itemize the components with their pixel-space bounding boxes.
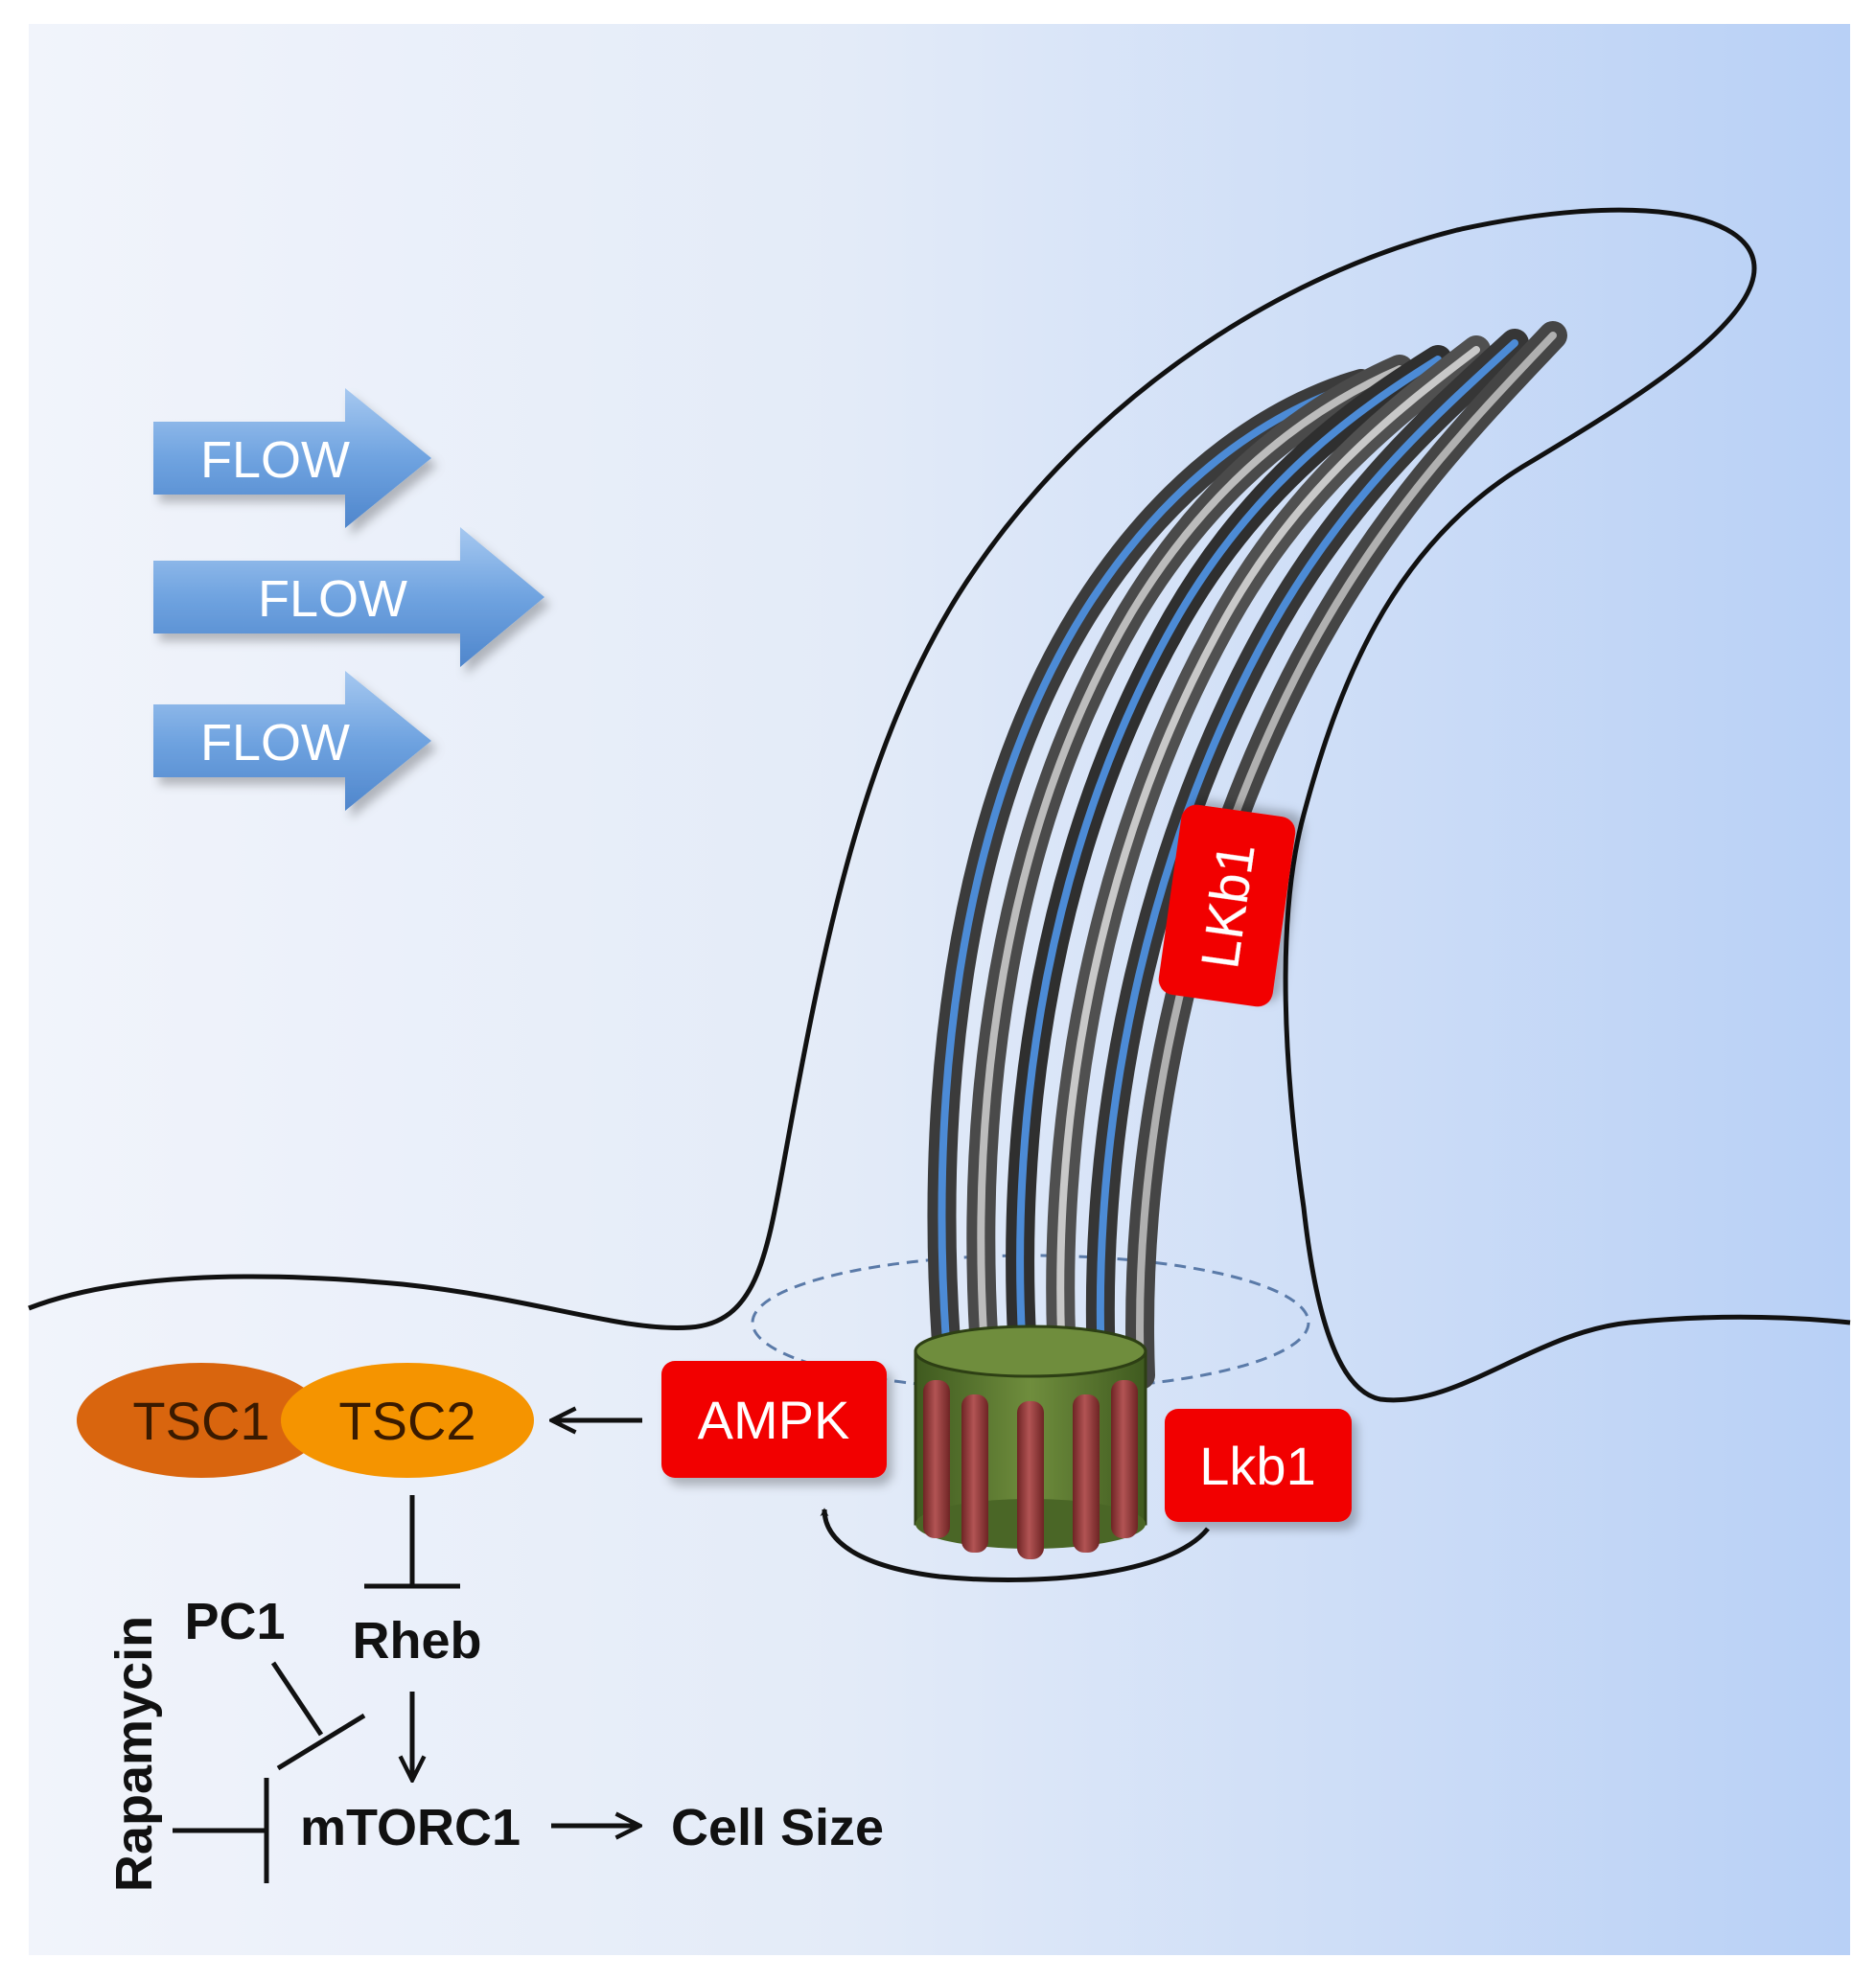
cell-membrane-outline	[28, 207, 1851, 1403]
rapamycin-inhibits-mtorc1	[173, 1778, 269, 1883]
pc1-label: PC1	[184, 1593, 285, 1650]
cell-size-label: Cell Size	[671, 1799, 884, 1856]
tsc1-label: TSC1	[132, 1391, 269, 1451]
lkb1-cilium-box: LKb1	[1158, 804, 1296, 1007]
ampk-label: AMPK	[698, 1390, 850, 1450]
tsc2-ellipse	[281, 1363, 534, 1478]
flow-label: FLOW	[200, 431, 350, 489]
rheb-label: Rheb	[353, 1612, 482, 1670]
flow-arrow: FLOW	[153, 388, 431, 528]
flow-arrow: FLOW	[153, 527, 544, 667]
lkb1-base-label: Lkb1	[1199, 1436, 1315, 1496]
ciliary-axoneme	[927, 321, 1567, 1409]
pc1-inhibition	[270, 1661, 366, 1771]
flow-arrow: FLOW	[153, 671, 431, 811]
tsc-complex: TSC1 TSC2	[77, 1363, 534, 1478]
tsc2-label: TSC2	[338, 1391, 475, 1451]
ampk-box: AMPK	[661, 1361, 887, 1478]
mtorc1-label: mTORC1	[300, 1799, 521, 1856]
tsc2-inhibits-rheb	[364, 1495, 460, 1589]
lkb1-to-ampk-arrow	[820, 1508, 1210, 1582]
background-panel	[29, 24, 1850, 1955]
lkb1-base-box: Lkb1	[1165, 1409, 1352, 1522]
flow-label: FLOW	[258, 570, 407, 628]
flow-label: FLOW	[200, 714, 350, 772]
tsc1-ellipse	[77, 1363, 326, 1478]
rapamycin-label: Rapamycin	[105, 1616, 163, 1892]
basal-body	[914, 1325, 1147, 1559]
